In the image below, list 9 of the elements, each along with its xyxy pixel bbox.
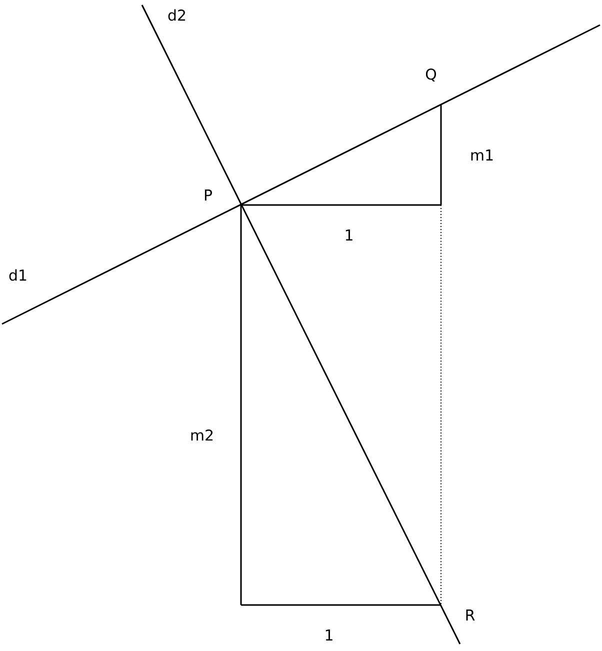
point-label: Q	[426, 68, 436, 82]
line-label: d1	[9, 269, 26, 281]
point-label: R	[466, 610, 475, 620]
length-label: m2	[191, 429, 213, 441]
length-label: 1	[326, 630, 332, 640]
line-label: d2	[168, 9, 185, 21]
point-label: P	[204, 190, 212, 200]
length-label: 1	[346, 230, 352, 240]
length-label: m1	[471, 150, 493, 160]
